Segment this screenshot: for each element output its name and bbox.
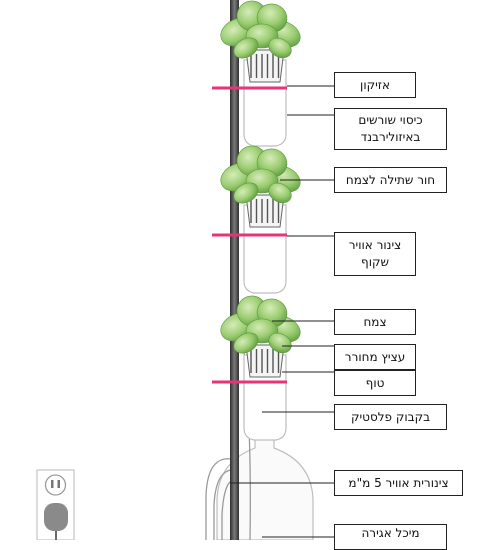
label-perforated-cup: עציץ מחורר [334,344,416,370]
power-plug [44,503,68,531]
label-air-tube-text: צינור אוויר שקוף [348,238,402,269]
label-reservoir-text: מיכל אגירה [361,526,420,540]
planter-unit-1 [212,0,301,147]
planter-unit-3 [212,295,301,441]
planter-unit-2 [212,145,301,294]
leaf [268,182,292,204]
leaf [233,182,259,204]
label-plant-hole-text: חור שתילה לצמח [345,172,436,187]
leaf [268,332,292,354]
label-air-hose-text: צינורית אוויר 5 מ"מ [348,475,449,490]
outlet-socket [44,474,67,496]
label-air-hose: צינורית אוויר 5 מ"מ [334,470,463,496]
leaf [233,332,259,354]
label-reservoir: מיכל אגירה [334,524,447,550]
label-root-cover-text: כיסוי שורשים באיזולירבנד [358,113,423,144]
label-tuff: טוף [334,370,416,396]
label-perforated-cup-text: עציץ מחורר [344,349,406,364]
label-pump-text: אזיקון [360,77,390,92]
label-plastic-bottle: בקבוק פלסטיק [334,404,447,430]
leaf [268,37,292,59]
label-pump: אזיקון [334,72,416,98]
label-plant-hole: חור שתילה לצמח [334,167,447,193]
socket-hole-left [51,480,54,488]
label-plastic-bottle-text: בקבוק פלסטיק [350,409,431,424]
label-plant-text: צמח [363,314,387,329]
socket-hole-right [57,480,60,488]
support-pole [230,0,239,540]
label-root-cover: כיסוי שורשים באיזולירבנד [334,108,447,150]
label-air-tube: צינור אוויר שקוף [334,232,416,276]
leaf [233,37,259,59]
label-plant: צמח [334,309,416,335]
label-tuff-text: טוף [365,375,385,390]
